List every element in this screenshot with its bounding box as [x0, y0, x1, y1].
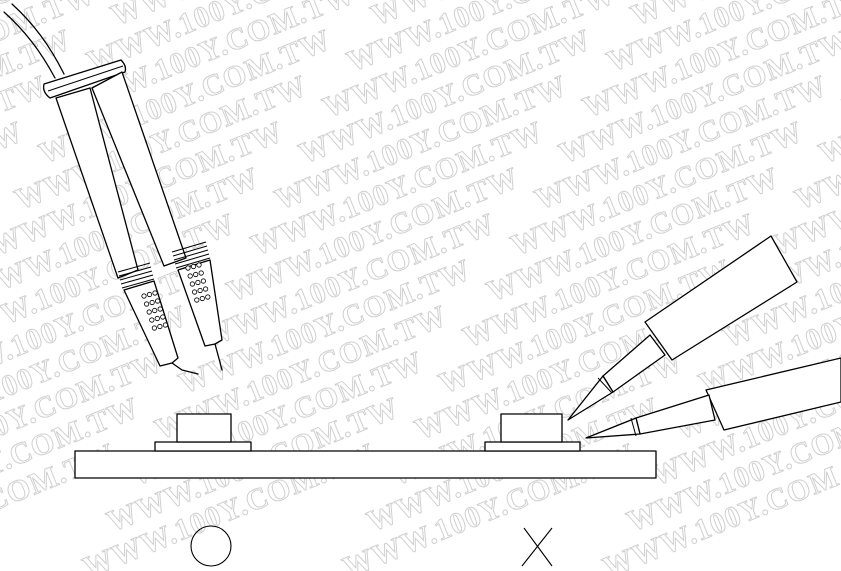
tweezer-cable: [3, 11, 56, 79]
correct-mark-circle: [190, 525, 232, 567]
right-heater-coil: [171, 241, 211, 269]
chip-right-body: [500, 413, 563, 443]
grip-dot: [203, 286, 209, 292]
grip-dot: [200, 278, 206, 284]
grip-dot: [198, 270, 204, 276]
grip-dot: [187, 273, 193, 279]
iron-lower-tip: [585, 417, 641, 439]
grip-dot: [152, 307, 158, 314]
grip-dot: [149, 299, 155, 306]
chip-right-pad: [484, 441, 581, 452]
grip-dot: [149, 317, 155, 323]
incorrect-mark-cross: [521, 527, 553, 567]
chip-left-body: [176, 413, 232, 443]
grip-dot: [192, 289, 198, 295]
right-tweezer-tip: [177, 259, 223, 347]
left-heater-coil: [117, 262, 155, 289]
grip-dot: [146, 309, 152, 315]
iron-upper-tip: [567, 375, 614, 421]
grip-dot: [144, 301, 150, 307]
soldering-iron-lower: [585, 357, 841, 439]
iron-lower-handle: [705, 357, 841, 431]
hot-tweezers: [3, 3, 223, 375]
right-tip-hook: [214, 343, 223, 371]
grip-dot: [199, 295, 205, 302]
left-tip-hook: [171, 362, 199, 375]
grip-dot: [151, 325, 157, 331]
grip-dot: [141, 293, 147, 299]
grip-dot: [194, 297, 200, 303]
tweezer-grip-texture: [141, 262, 211, 331]
left-tweezer-tip: [123, 280, 179, 367]
grip-dot: [154, 315, 160, 322]
grip-dot: [162, 322, 168, 328]
grip-dot: [189, 281, 195, 287]
grip-dot: [205, 294, 211, 300]
grip-dot: [197, 287, 203, 294]
chip-component-left: [154, 413, 252, 452]
grip-dot: [152, 290, 158, 296]
iron-upper-handle: [644, 235, 798, 361]
tweezer-left-arm: [55, 87, 139, 279]
grip-dot: [160, 314, 166, 320]
grip-dot: [190, 263, 197, 270]
grip-dot: [195, 279, 201, 286]
grip-dot: [196, 262, 202, 268]
chip-component-right: [484, 413, 581, 452]
grip-dot: [185, 265, 191, 271]
chip-left-pad: [154, 441, 252, 452]
tweezer-cable-inner: [11, 3, 65, 75]
grip-dot: [146, 291, 153, 298]
pcb-board: [74, 450, 657, 479]
grip-dot: [155, 298, 161, 304]
grip-dot: [157, 323, 163, 330]
soldering-iron-upper: [567, 235, 798, 421]
grip-dot: [157, 306, 163, 312]
tweezer-right-arm: [91, 71, 187, 267]
grip-dot: [193, 271, 199, 278]
